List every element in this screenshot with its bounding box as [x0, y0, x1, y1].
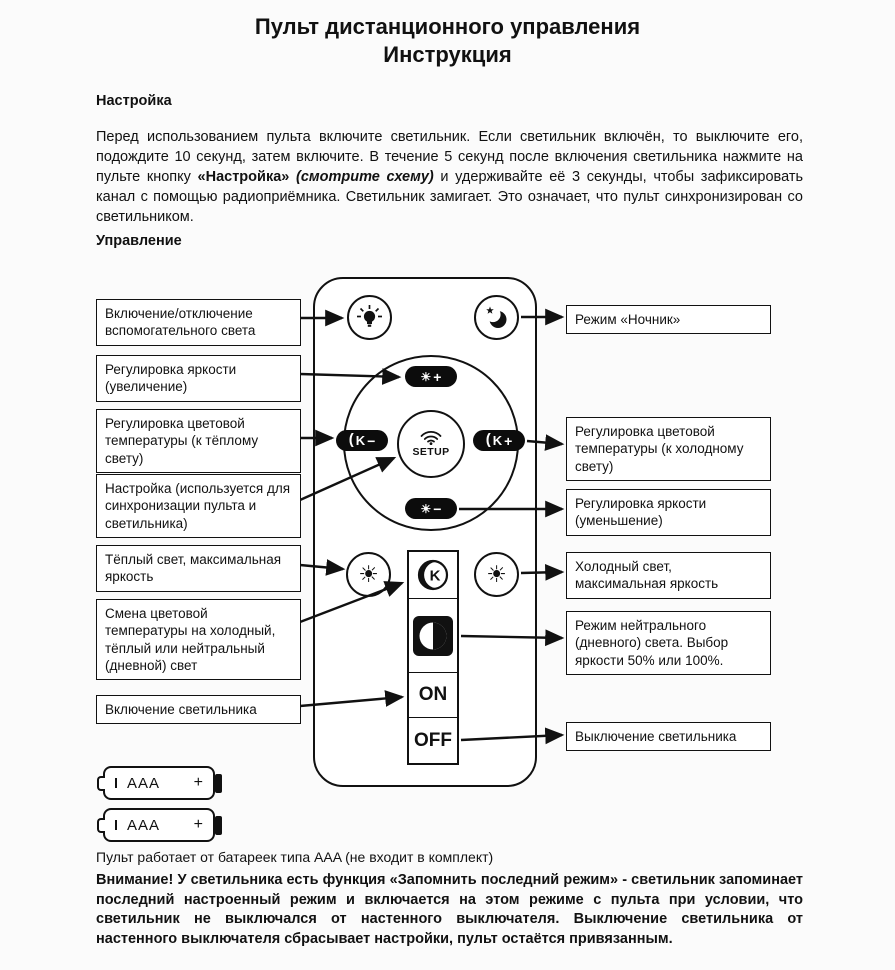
contrast-icon [413, 615, 453, 656]
aux-light-button [347, 295, 392, 340]
battery-plus-label: + [193, 774, 203, 791]
callout-neutral-mode: Режим нейтрального (дневного) света. Выб… [566, 611, 771, 675]
callout-temp-cold: Регулировка цветовой температуры (к холо… [566, 417, 771, 481]
battery-nub [97, 818, 105, 833]
setup-label: SETUP [412, 446, 450, 458]
battery-plus-terminal [215, 774, 222, 793]
setup-button-ref: «Настройка» [197, 169, 290, 185]
battery-nub [97, 776, 105, 791]
page-title-line1: Пульт дистанционного управления [254, 14, 641, 39]
callout-setup-sync: Настройка (используется для синхронизаци… [96, 474, 301, 538]
bulb-tip [367, 324, 372, 327]
temp-warm-button: (K− [336, 430, 388, 451]
wifi-icon [420, 430, 442, 445]
callout-lamp-on: Включение светильника [96, 695, 301, 725]
battery-minus-terminal [115, 778, 117, 788]
kelvin-circle-icon: K [417, 559, 451, 591]
brightness-up-button: ☀+ [405, 366, 457, 387]
setup-button: SETUP [397, 410, 465, 478]
cold-light-button: ☀ [474, 552, 519, 597]
sun-icon: ☀ [358, 561, 379, 587]
callout-cold-max: Холодный свет, максимальная яркость [566, 552, 771, 599]
kelvin-letter: K [355, 433, 366, 448]
star-crescent-icon [485, 306, 507, 328]
battery-aaa-2: AAA + [97, 808, 222, 842]
battery-aaa-1: AAA + [97, 766, 222, 800]
callout-lamp-off: Выключение светильника [566, 722, 771, 752]
star-shape [486, 306, 494, 314]
battery-minus-terminal [115, 820, 117, 830]
plus-sign: + [433, 368, 442, 385]
bulb-rays [357, 305, 382, 318]
night-mode-button [474, 295, 519, 340]
temp-arc-icon: ( [348, 431, 354, 448]
setup-scheme-ref: (смотрите схему) [295, 169, 434, 185]
temp-cycle-button: K [409, 552, 457, 599]
battery-plus-terminal [215, 816, 222, 835]
battery-type-label: AAA [127, 774, 161, 792]
page-title-line2: Инструкция [383, 42, 512, 68]
bulb-icon [357, 305, 382, 327]
temp-cold-button: (K+ [473, 430, 525, 451]
bulb-base [367, 321, 372, 324]
sun-icon: ☀ [486, 561, 507, 587]
callout-temp-warm: Регулировка цветовой температуры (к тёпл… [96, 409, 301, 473]
contrast-half [433, 622, 447, 649]
kelvin-letter: K [430, 568, 441, 585]
setup-paragraph-part1: Перед использованием пульта включите све… [96, 129, 803, 185]
sun-icon: ☀ [420, 501, 432, 516]
setup-heading: Настройка [96, 93, 172, 109]
callout-night-mode: Режим «Ночник» [566, 305, 771, 335]
wifi-arcs [420, 430, 442, 443]
kelvin-letter: K [492, 433, 503, 448]
minus-sign: − [433, 500, 442, 517]
off-button: OFF [414, 729, 452, 751]
kelvin-circle-outline [417, 559, 449, 591]
on-button: ON [409, 673, 457, 718]
warm-light-button: ☀ [346, 552, 391, 597]
callout-warm-max: Тёплый свет, максимальная яркость [96, 545, 301, 592]
battery-plus-label: + [193, 816, 203, 833]
minus-sign: − [367, 432, 376, 449]
moon-cut [485, 306, 501, 323]
brightness-down-button: ☀− [405, 498, 457, 519]
button-strip: K ON OFF [407, 550, 459, 765]
control-heading: Управление [96, 233, 182, 249]
callout-aux-light-toggle: Включение/отключение вспомогательного св… [96, 299, 301, 346]
temp-arc-icon: ( [485, 431, 491, 448]
setup-paragraph: Перед использованием пульта включите све… [96, 127, 803, 227]
callout-brightness-up: Регулировка яркости (увеличение) [96, 355, 301, 402]
battery-note: Пульт работает от батареек типа AAA (не … [96, 849, 494, 865]
wifi-dot [429, 442, 433, 445]
battery-type-label: AAA [127, 816, 161, 834]
warning-text: Внимание! У светильника есть функция «За… [96, 872, 803, 948]
sun-icon: ☀ [420, 369, 432, 384]
neutral-mode-button [409, 599, 457, 673]
callout-brightness-down: Регулировка яркости (уменьшение) [566, 489, 771, 536]
bulb-globe [363, 310, 376, 323]
setup-paragraph-part2: и удерживайте её 3 секунды, чтобы зафикс… [96, 169, 804, 225]
plus-sign: + [504, 432, 513, 449]
callout-temp-cycle: Смена цветовой температуры на холодный, … [96, 599, 301, 681]
page-title: Пульт дистанционного управления Инструкц… [0, 13, 895, 69]
